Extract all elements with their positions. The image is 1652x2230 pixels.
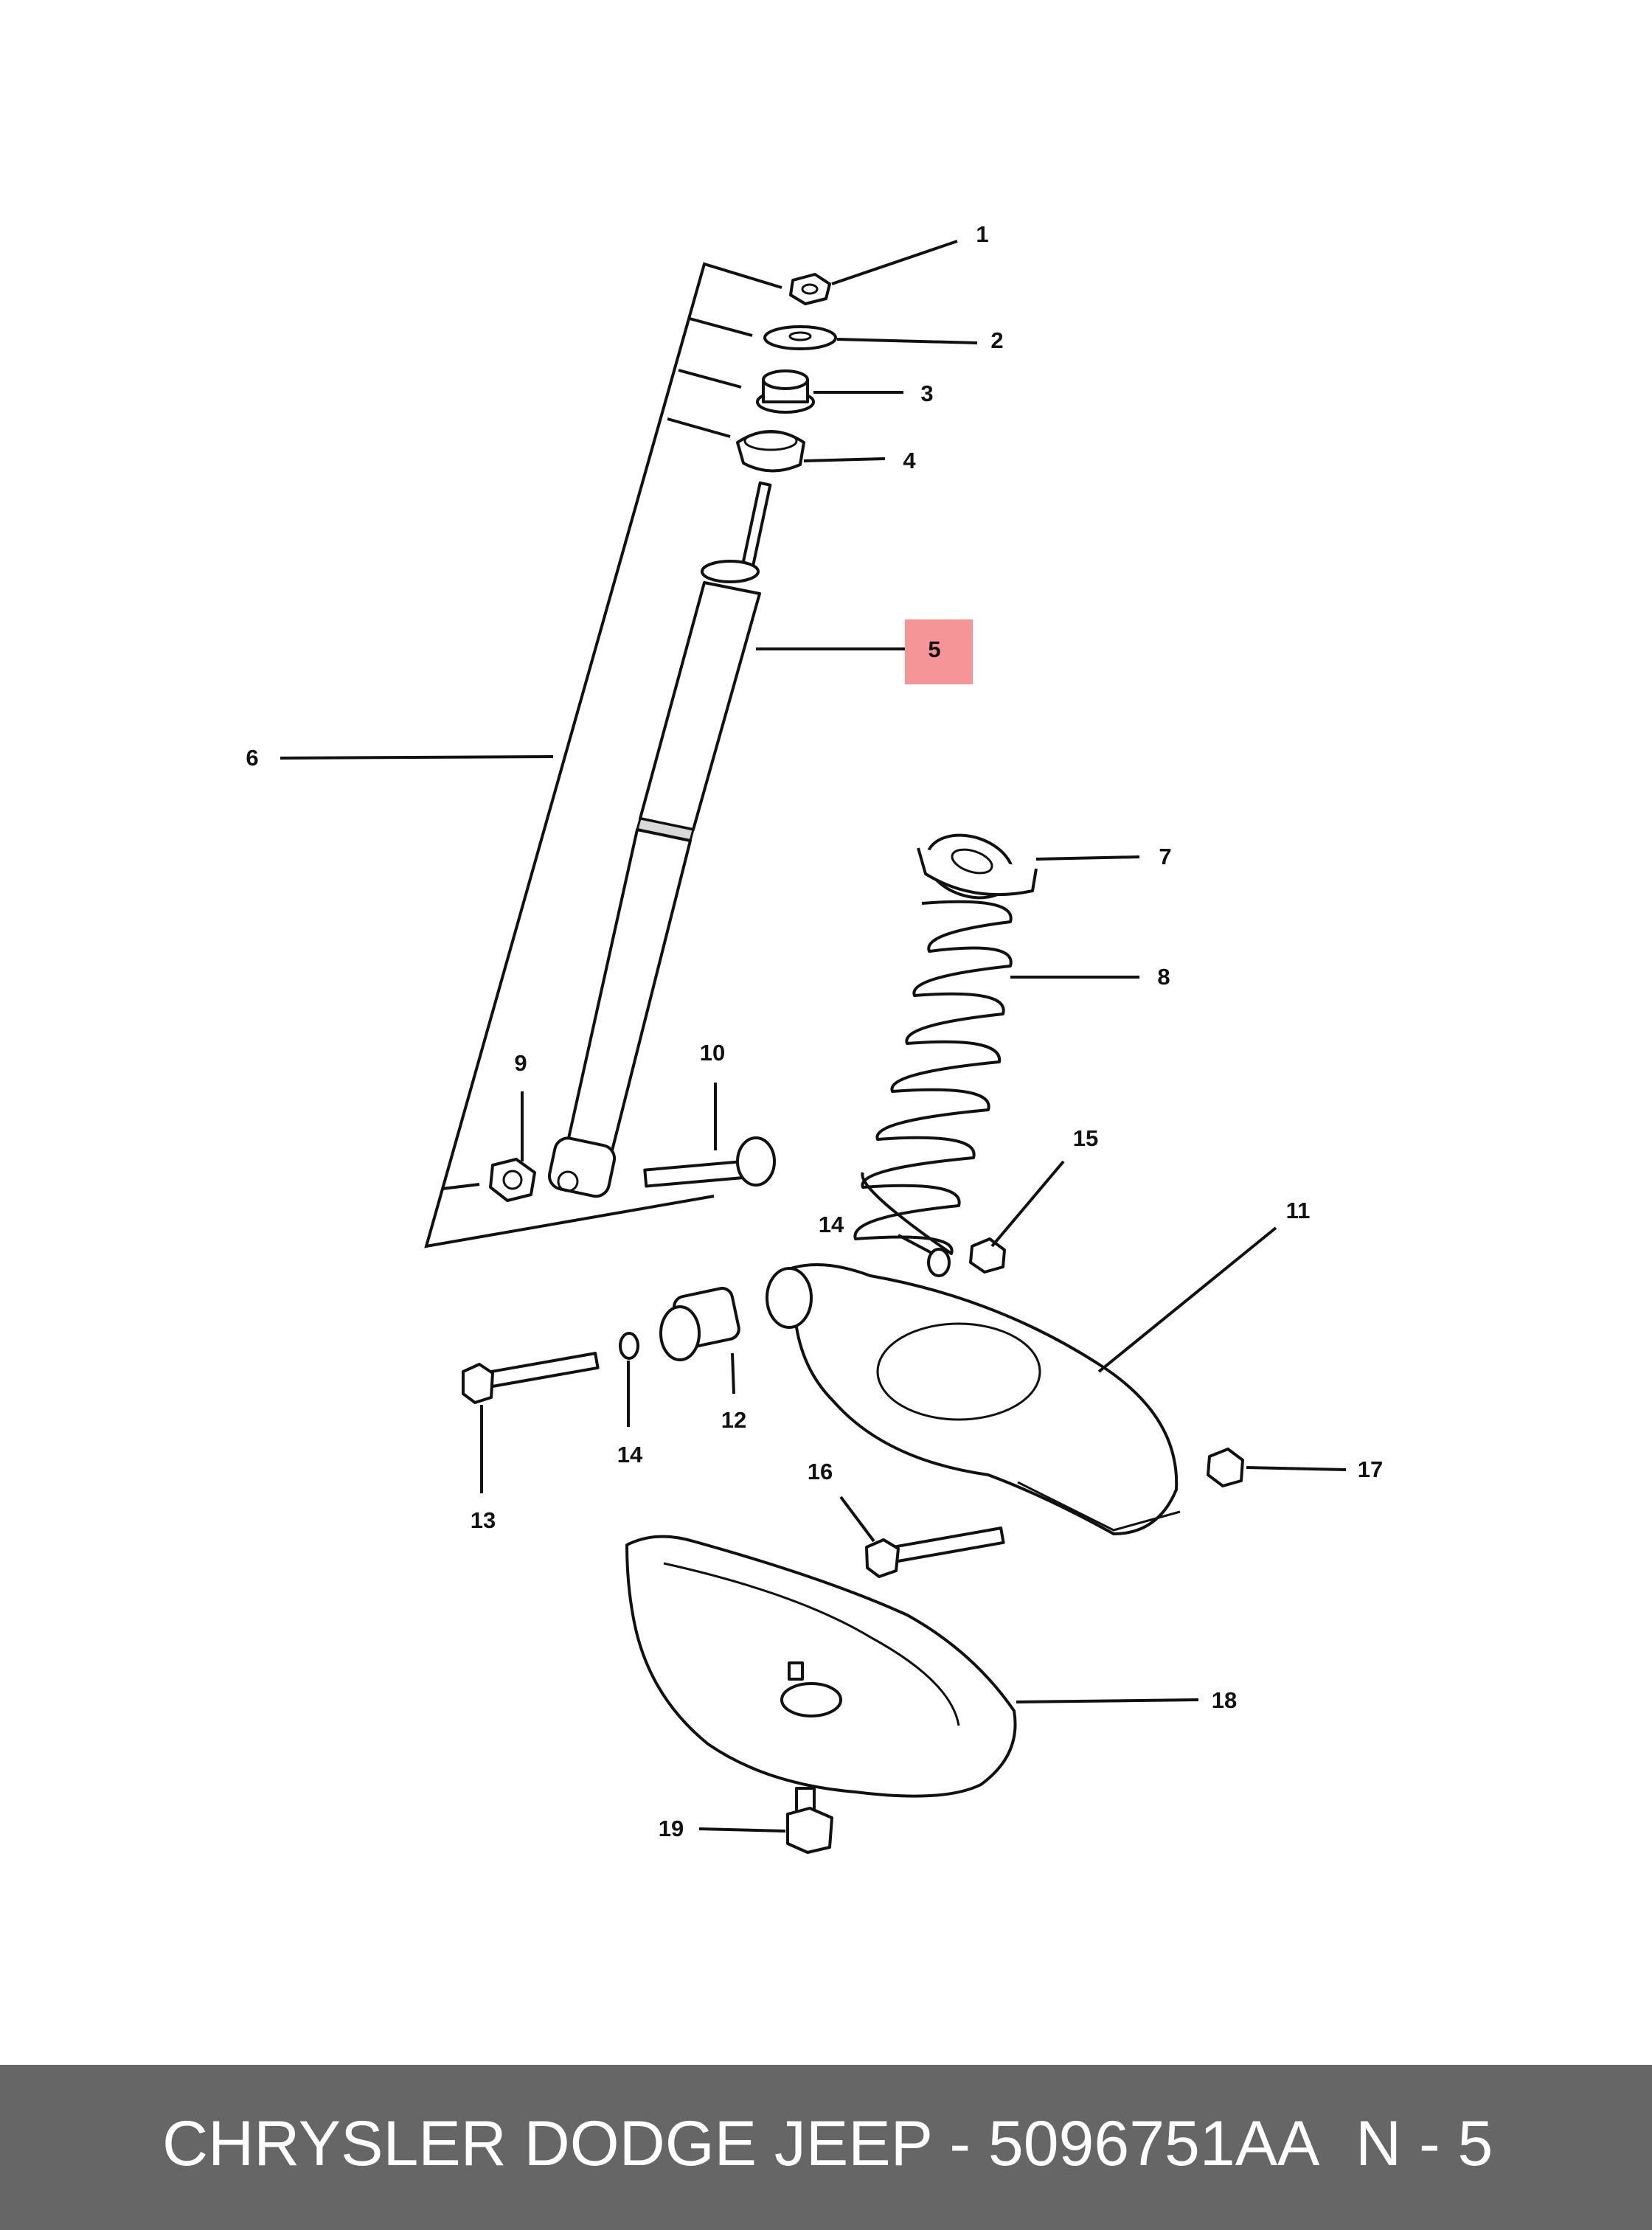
callout-13[interactable]: 13 <box>471 1507 496 1533</box>
part-13-bolt <box>462 1352 600 1404</box>
callout-11[interactable]: 11 <box>1286 1198 1311 1223</box>
part-15-nut <box>969 1237 1006 1274</box>
part-19-stud <box>786 1787 833 1854</box>
callout-9[interactable]: 9 <box>514 1050 527 1076</box>
part-2-washer <box>763 325 837 350</box>
leader-lines <box>280 240 1347 1833</box>
callout-7[interactable]: 7 <box>1159 844 1171 869</box>
part-17-nut <box>1207 1448 1244 1487</box>
part-14-washer-lower <box>619 1332 639 1360</box>
footer-bar: CHRYSLER DODGE JEEP - 5096751AA N - 5 <box>0 2065 1652 2230</box>
part-14-washer-upper <box>927 1248 951 1277</box>
highlight-box-5 <box>905 619 973 684</box>
part-code-label: CHRYSLER DODGE JEEP - 5096751AA <box>162 2108 1320 2179</box>
callout-8[interactable]: 8 <box>1157 964 1170 990</box>
parts-diagram: 1 2 3 4 5 6 7 8 9 10 11 12 13 14 14 15 1… <box>246 221 1383 1854</box>
callout-14-lower[interactable]: 14 <box>617 1442 643 1467</box>
callout-17[interactable]: 17 <box>1358 1456 1383 1482</box>
callout-12[interactable]: 12 <box>721 1407 746 1433</box>
part-12-bushing <box>659 1287 740 1361</box>
callout-10[interactable]: 10 <box>700 1040 725 1066</box>
callout-1[interactable]: 1 <box>976 221 988 247</box>
part-3-insulator <box>756 369 815 414</box>
part-8-coil-spring <box>853 900 1013 1255</box>
callout-5[interactable]: 5 <box>928 636 940 662</box>
callout-2[interactable]: 2 <box>990 327 1003 353</box>
part-16-bolt <box>865 1526 1005 1578</box>
part-4-insulator <box>736 430 805 473</box>
group-bracket <box>424 262 782 1248</box>
callout-3[interactable]: 3 <box>920 381 933 406</box>
callout-4[interactable]: 4 <box>903 448 916 473</box>
part-1-nut <box>789 273 831 305</box>
callout-18[interactable]: 18 <box>1212 1687 1237 1713</box>
part-9-nut <box>489 1158 536 1202</box>
part-18-skid-plate <box>625 1535 1017 1798</box>
part-5-shock-absorber <box>547 481 772 1198</box>
callout-14-upper[interactable]: 14 <box>819 1212 844 1237</box>
callout-6[interactable]: 6 <box>246 745 258 771</box>
callout-19[interactable]: 19 <box>659 1816 684 1841</box>
part-7-spring-seat <box>917 833 1038 900</box>
callout-16[interactable]: 16 <box>808 1459 833 1484</box>
callout-labels: 1 2 3 4 5 6 7 8 9 10 11 12 13 14 14 15 1… <box>246 221 1383 1841</box>
callout-15[interactable]: 15 <box>1073 1125 1098 1151</box>
part-11-control-arm <box>766 1263 1181 1535</box>
page-reference-label: N - 5 <box>1356 2108 1493 2179</box>
part-10-bolt <box>643 1136 776 1188</box>
